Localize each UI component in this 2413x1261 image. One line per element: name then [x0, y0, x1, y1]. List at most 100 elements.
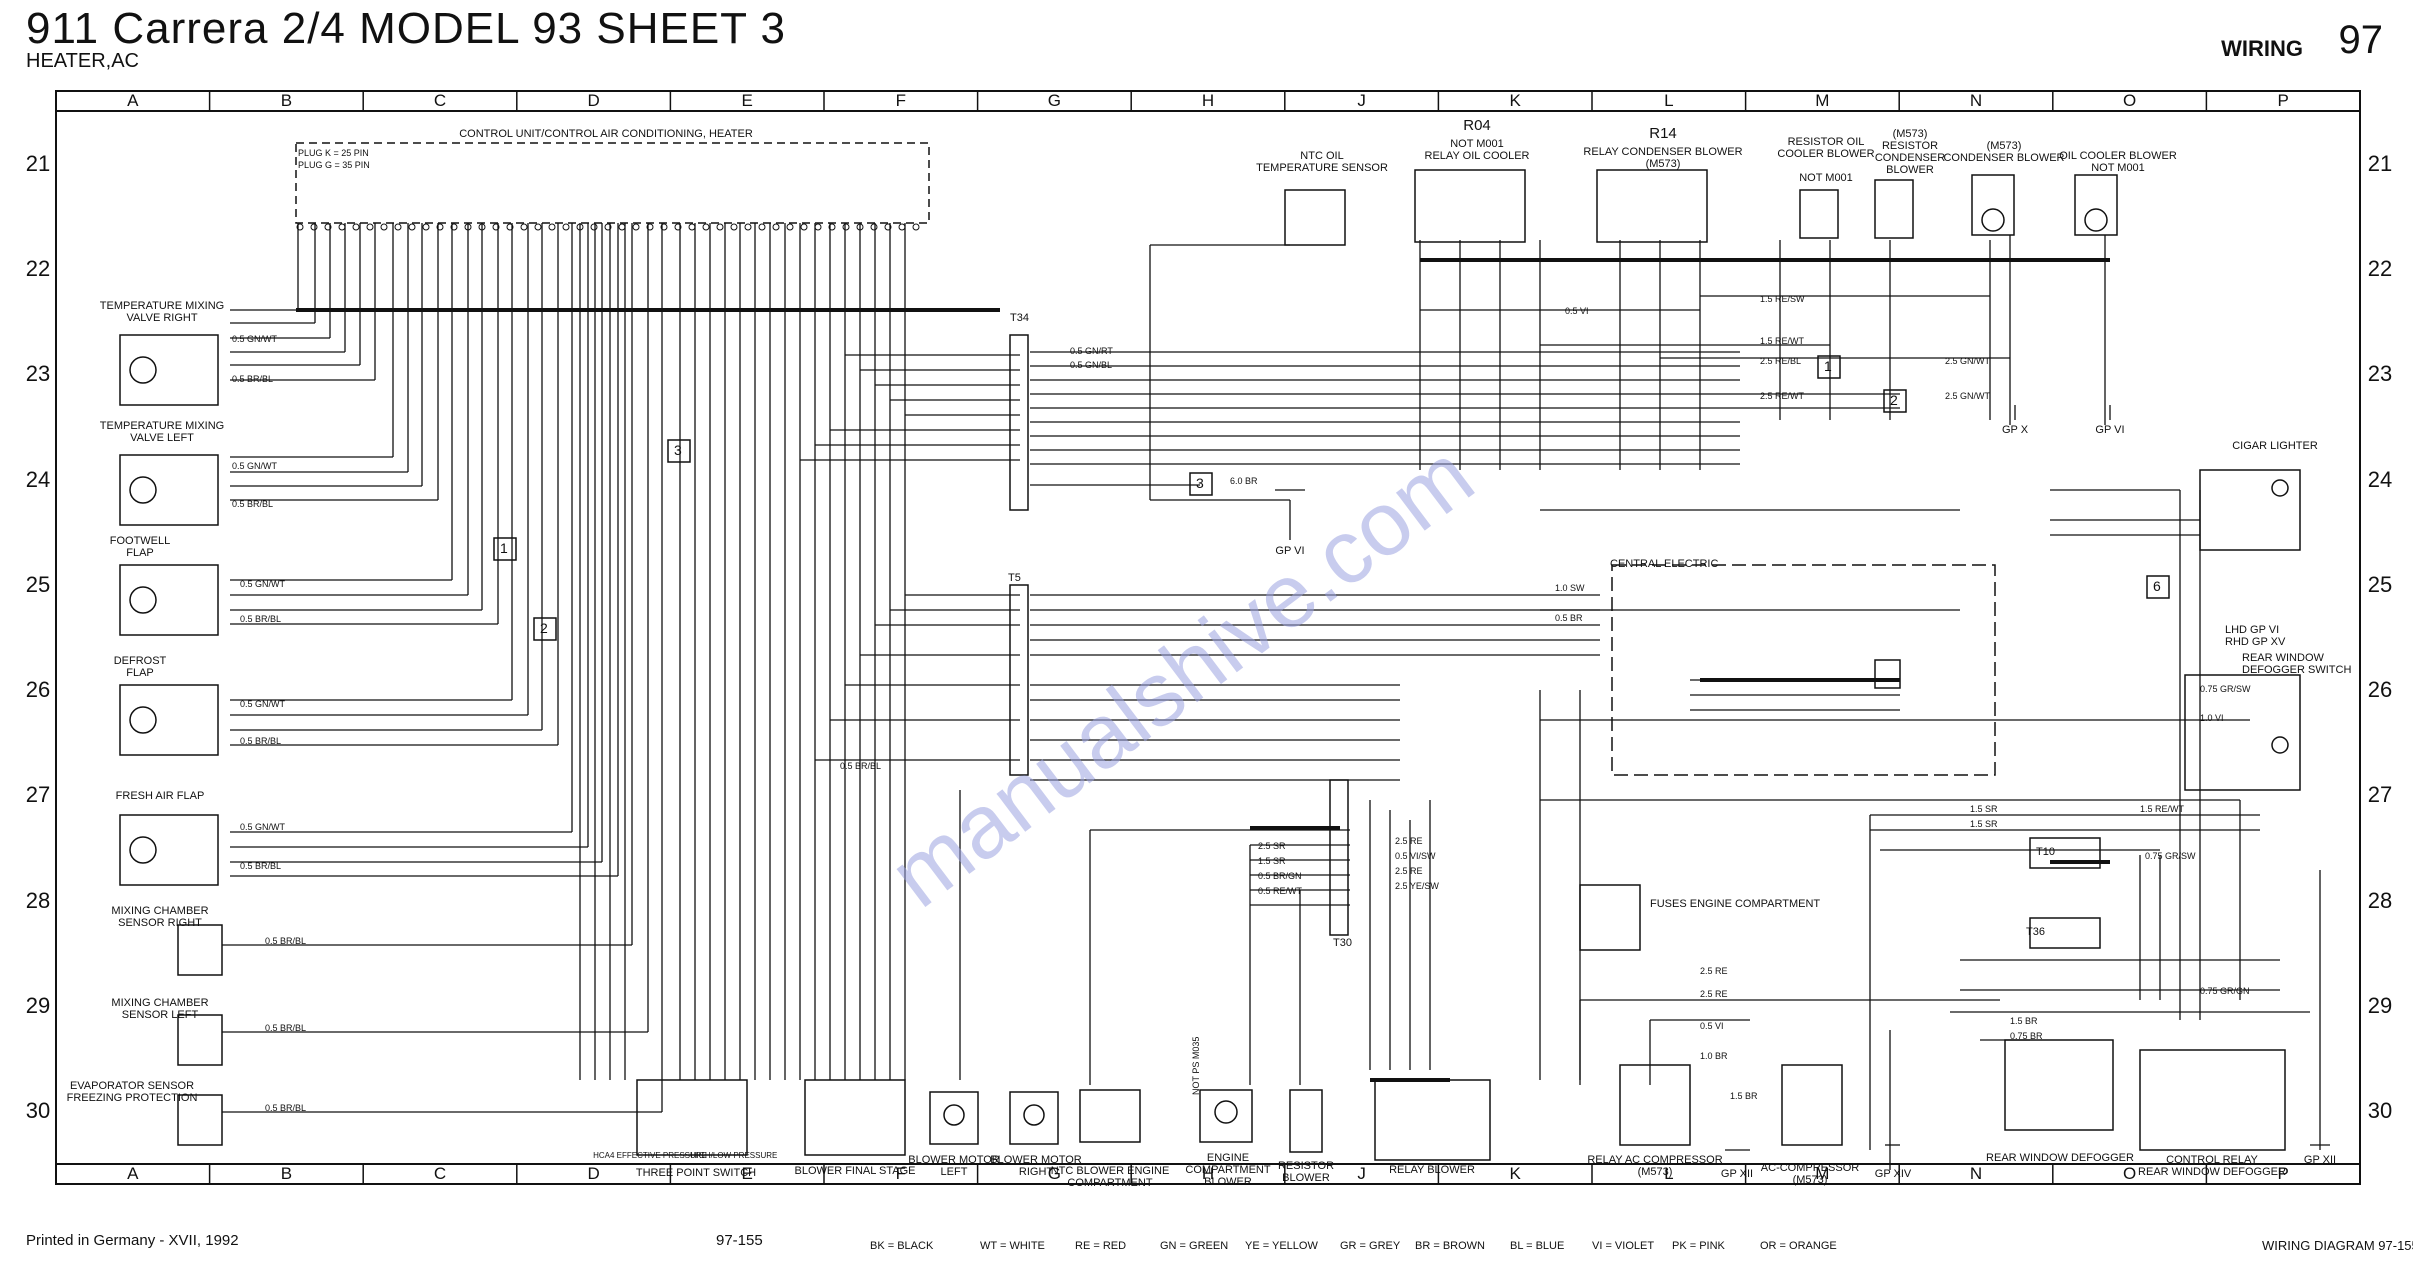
legend-entry: BR = BROWN	[1415, 1240, 1485, 1252]
page-number: 97	[2338, 18, 2384, 62]
grid-column-P-bottom: P	[2277, 1164, 2289, 1183]
gp-xii-a-label: GP XII	[1720, 1168, 1754, 1180]
pin	[352, 223, 360, 231]
pin	[688, 223, 696, 231]
grid-row-28-right: 28	[2367, 887, 2393, 913]
pin	[828, 223, 836, 231]
wire-label: 1.5 SR	[1258, 856, 1286, 866]
grid-row-25-right: 25	[2367, 571, 2393, 597]
pin	[646, 223, 654, 231]
pin	[632, 223, 640, 231]
grid-row-29-right: 29	[2367, 993, 2393, 1019]
cigar-lighter-label: CIGAR LIGHTER	[2232, 440, 2318, 452]
gp-vi-b-label: GP VI	[1275, 545, 1305, 557]
relay-blower-label: RELAY BLOWER	[1389, 1164, 1475, 1176]
grid-column-J-bottom: J	[1357, 1164, 1366, 1183]
pin	[338, 223, 346, 231]
wire-label: 2.5 RE	[1395, 866, 1423, 876]
wire-label: 2.5 RE/BL	[1760, 356, 1802, 366]
footwell-flap-label: FOOTWELL FLAP	[109, 535, 171, 559]
legend-entry: YE = YELLOW	[1245, 1240, 1318, 1252]
gp-xiv-label: GP XIV	[1874, 1168, 1912, 1180]
wire-label: 0.5 GN/WT	[240, 699, 286, 709]
pin	[534, 223, 542, 231]
grid-row-24-left: 24	[25, 466, 51, 492]
component-shapes	[119, 169, 2301, 1161]
pin	[702, 223, 710, 231]
wire-label: 2.5 GN/WT	[1945, 356, 1991, 366]
wire-label: 1.5 BR	[1730, 1091, 1758, 1101]
resistor-blower-label: RESISTOR BLOWER	[1277, 1160, 1335, 1184]
grid-column-K-top: K	[1509, 91, 1521, 110]
junction-6: 6	[2153, 578, 2161, 594]
pin	[674, 223, 682, 231]
grid-row-30-right: 30	[2367, 1098, 2393, 1124]
legend-entry: GR = GREY	[1340, 1240, 1401, 1252]
wiring-diagram-code: WIRING DIAGRAM 97-155	[2262, 1238, 2413, 1253]
evaporator-sensor-box	[177, 1094, 223, 1146]
grid-row-27-left: 27	[25, 782, 51, 808]
wire-label: 0.5 BR/BL	[265, 936, 307, 946]
pin	[786, 223, 794, 231]
pin	[520, 223, 528, 231]
grid-row-22-left: 22	[25, 255, 51, 281]
diagram-title: 911 Carrera 2/4 MODEL 93 SHEET 3	[26, 4, 786, 53]
pin	[814, 223, 822, 231]
legend-entry: VI = VIOLET	[1592, 1240, 1655, 1252]
legend-entry: BL = BLUE	[1510, 1240, 1565, 1252]
wire-label: 2.5 YE/SW	[1395, 881, 1439, 891]
fuses-engine-label: FUSES ENGINE COMPARTMENT	[1650, 898, 1821, 910]
junction-2b: 2	[1890, 392, 1898, 408]
frame	[55, 90, 2361, 1185]
mix-chamber-left-label: MIXING CHAMBER SENSOR LEFT	[111, 997, 209, 1021]
grid-row-23-left: 23	[25, 361, 51, 387]
wire-label: 0.5 VI/SW	[1395, 851, 1436, 861]
grid-column-P-top: P	[2277, 91, 2289, 110]
pin	[492, 223, 500, 231]
wire-label: 0.5 RE/WT	[1258, 886, 1303, 896]
junction-1b: 1	[1824, 358, 1832, 374]
wire-label: 1.0 VI	[2200, 713, 2224, 723]
junction-2: 2	[540, 620, 548, 636]
grid-column-L-bottom: L	[1664, 1164, 1674, 1183]
pin	[870, 223, 878, 231]
pin	[898, 223, 906, 231]
section-label: WIRING	[2221, 36, 2303, 61]
pin	[772, 223, 780, 231]
grid-column-A-top: A	[127, 91, 139, 110]
junction-3b: 3	[1196, 475, 1204, 491]
grid-column-H-top: H	[1201, 91, 1215, 110]
t34-label: T34	[1010, 312, 1029, 324]
grid-column-C-top: C	[433, 91, 447, 110]
pin	[394, 223, 402, 231]
gp-xii-b-label: GP XII	[2303, 1154, 2337, 1166]
grid-column-N-top: N	[1969, 91, 1983, 110]
grid-column-M-bottom: M	[1815, 1164, 1830, 1183]
wire-harness	[222, 223, 2330, 1170]
temp-mix-left-box	[119, 454, 219, 526]
grid-column-L-top: L	[1664, 91, 1674, 110]
resistor-oil-cooler-label: RESISTOR OIL COOLER BLOWER NOT M001	[1777, 136, 1875, 184]
t30-label: T30	[1333, 937, 1352, 949]
central-electric-label: CENTRAL ELECTRIC	[1610, 558, 1719, 570]
mix-chamber-right-label: MIXING CHAMBER SENSOR RIGHT	[111, 905, 209, 929]
temp-mix-left-label: TEMPERATURE MIXING VALVE LEFT	[99, 420, 225, 444]
pin	[562, 223, 570, 231]
doc-code: 97-155	[716, 1232, 763, 1249]
grid-column-F-bottom: F	[895, 1164, 906, 1183]
ac-compressor-label: AC-COMPRESSOR (M573)	[1760, 1162, 1860, 1186]
wire-label: 0.75 BR	[2010, 1031, 2043, 1041]
condenser-blower-label: (M573) CONDENSER BLOWER	[1943, 140, 2065, 164]
control-relay-defogger-label: CONTROL RELAY REAR WINDOW DEFOGGER	[2138, 1154, 2286, 1178]
printed-note: Printed in Germany - XVII, 1992	[26, 1232, 239, 1249]
grid-column-B-bottom: B	[280, 1164, 293, 1183]
wire-label: 0.75 GR/SW	[2200, 684, 2251, 694]
wire-label: 2.5 RE	[1395, 836, 1423, 846]
pin	[450, 223, 458, 231]
wire-label: 0.5 GN/WT	[232, 334, 278, 344]
pin	[324, 223, 332, 231]
wire-label: 0.5 GN/WT	[232, 461, 278, 471]
pin	[660, 223, 668, 231]
wire-label: 0.5 BR/BL	[232, 499, 274, 509]
